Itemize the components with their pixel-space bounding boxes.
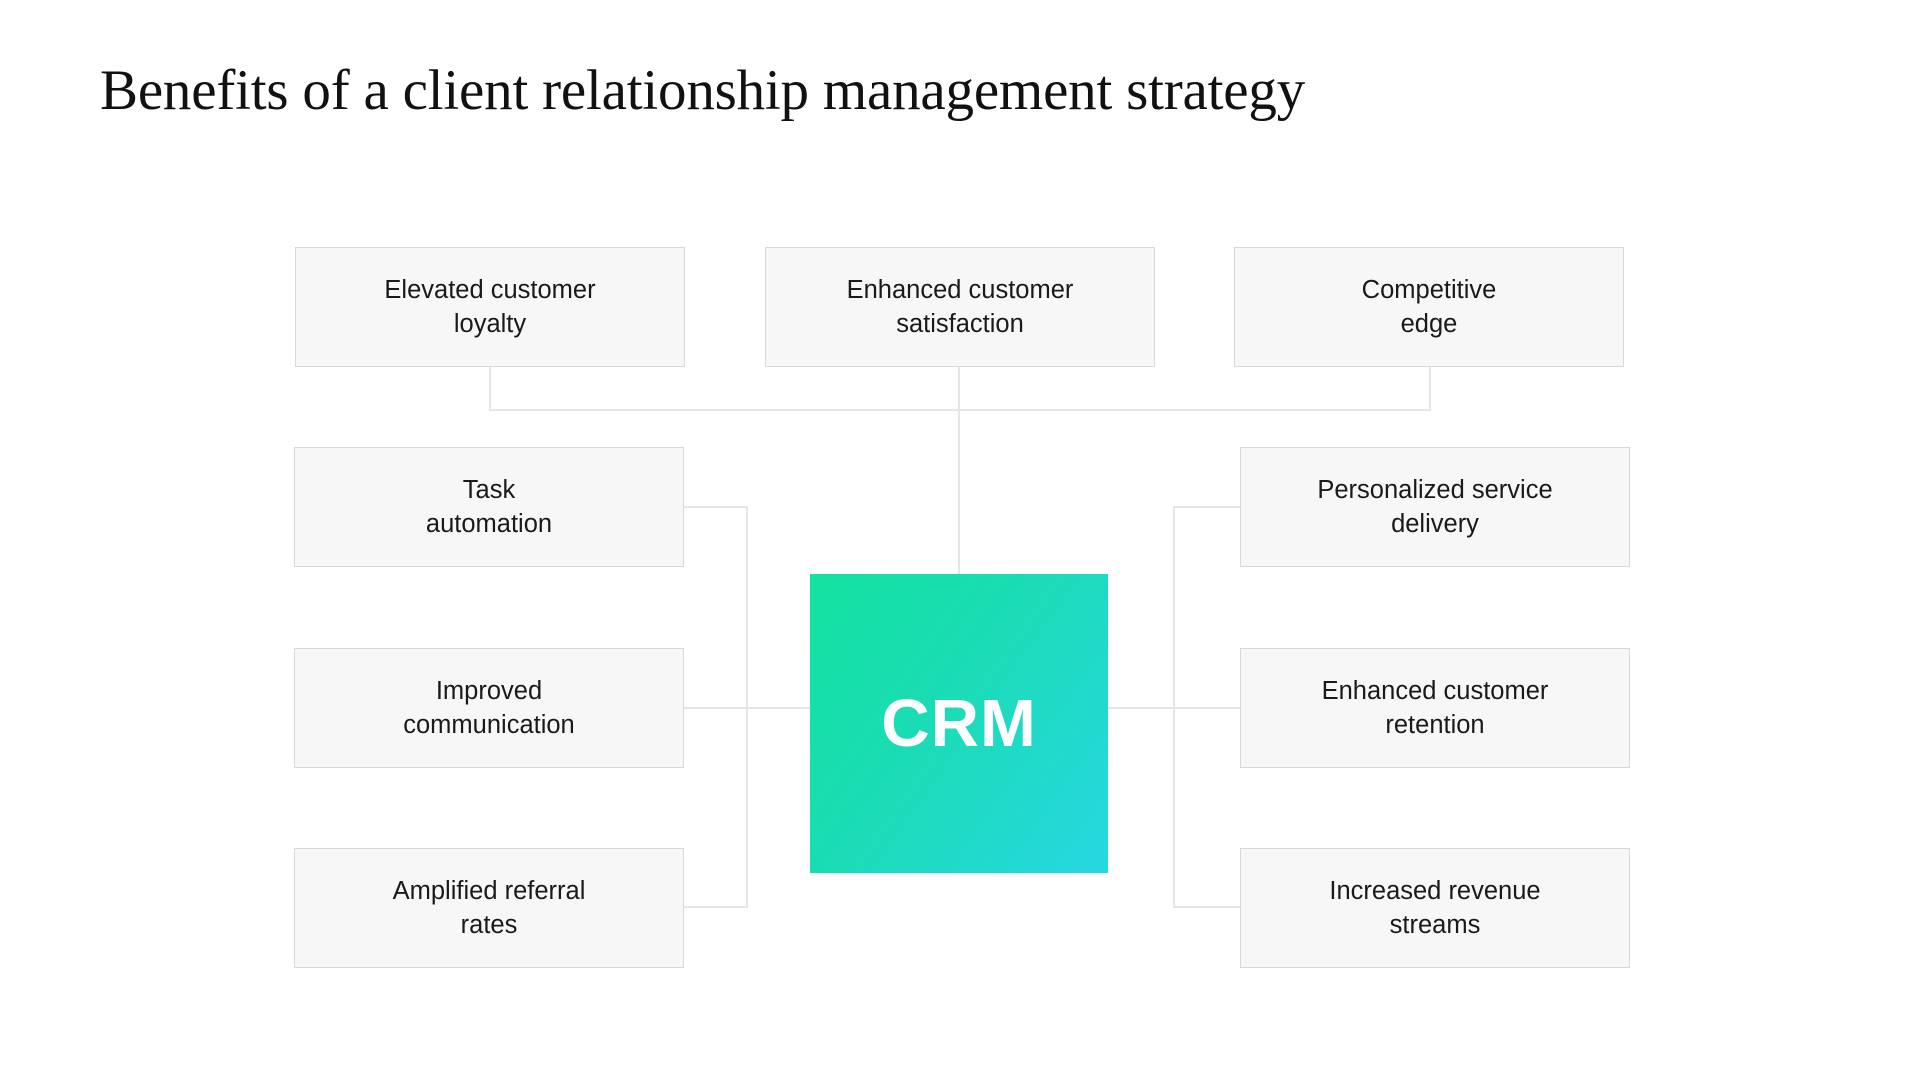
benefit-node-competitive-edge[interactable]: Competitive edge xyxy=(1234,247,1624,367)
connector-left-referral-stub xyxy=(684,906,748,908)
benefit-node-enhanced-customer-retention[interactable]: Enhanced customer retention xyxy=(1240,648,1630,768)
crm-hub[interactable]: CRM xyxy=(810,574,1108,873)
benefit-node-increased-revenue-streams[interactable]: Increased revenue streams xyxy=(1240,848,1630,968)
benefit-node-improved-communication[interactable]: Improved communication xyxy=(294,648,684,768)
connector-top-right-drop xyxy=(1429,367,1431,411)
connector-top-bus xyxy=(489,409,1431,411)
connector-right-revenue-stub xyxy=(1173,906,1241,908)
benefit-node-amplified-referral-rates[interactable]: Amplified referral rates xyxy=(294,848,684,968)
benefit-node-task-automation[interactable]: Task automation xyxy=(294,447,684,567)
page-title: Benefits of a client relationship manage… xyxy=(100,59,1305,122)
benefit-node-enhanced-customer-satisfaction[interactable]: Enhanced customer satisfaction xyxy=(765,247,1155,367)
connector-right-to-hub xyxy=(1106,707,1241,709)
connector-top-left-drop xyxy=(489,367,491,411)
crm-hub-label: CRM xyxy=(881,686,1037,761)
connector-left-to-hub xyxy=(684,707,812,709)
benefit-node-elevated-customer-loyalty[interactable]: Elevated customer loyalty xyxy=(295,247,685,367)
connector-right-personalized-stub xyxy=(1173,506,1241,508)
connector-left-spine xyxy=(746,506,748,907)
connector-right-spine xyxy=(1173,506,1175,907)
connector-left-task-stub xyxy=(684,506,748,508)
benefit-node-personalized-service-delivery[interactable]: Personalized service delivery xyxy=(1240,447,1630,567)
connector-top-center-stem xyxy=(958,367,960,575)
